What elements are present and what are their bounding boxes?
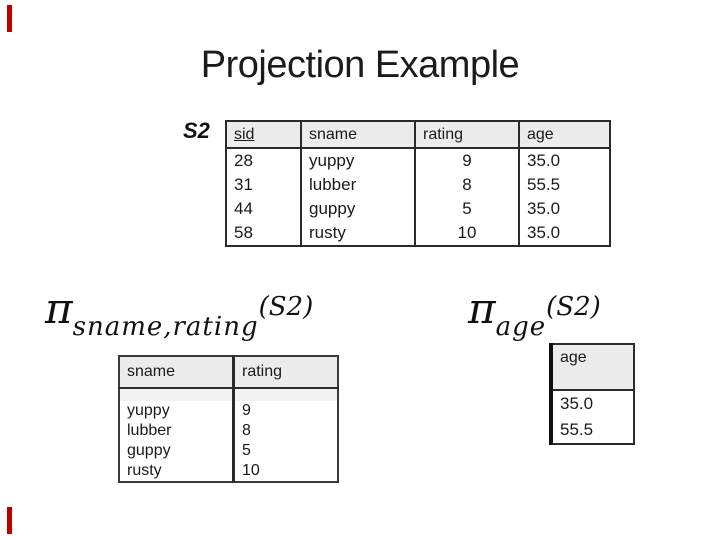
table-row: rusty 10	[119, 461, 338, 482]
table-row: 28 yuppy 9 35.0	[226, 148, 610, 173]
result-table-age: age 35.0 55.5	[549, 343, 635, 445]
column-header-sid: sid	[226, 121, 302, 149]
table-cell: 9	[415, 148, 520, 173]
left-edge-accent-dash-top	[7, 5, 12, 32]
projection-attributes: age	[495, 312, 547, 342]
table-cell: 5	[242, 442, 251, 459]
table-cell: lubber	[119, 421, 235, 441]
pi-symbol: π	[45, 284, 73, 333]
table-cell: 10	[415, 221, 520, 246]
table-row: guppy 5	[119, 441, 338, 461]
table-cell: 5	[415, 197, 520, 221]
table-row: 58 rusty 10 35.0	[226, 221, 610, 246]
table-cell: lubber	[301, 173, 416, 197]
spacer-cell	[233, 388, 338, 401]
table-header-row: sname rating	[119, 356, 338, 389]
table-cell: 10	[242, 462, 260, 479]
table-row: lubber 8	[119, 421, 338, 441]
s2-table: sid sname rating age 28 yuppy 9 35.0 31 …	[225, 120, 611, 247]
column-header-rating: rating	[415, 121, 520, 149]
relation-name-label: S2	[183, 118, 210, 143]
projection-formula-sname-rating: πsname,rating(S2)	[45, 288, 314, 343]
table-cell: 44	[226, 197, 302, 221]
column-header-sname: sname	[301, 121, 416, 149]
column-header-age: age	[551, 344, 634, 391]
table-row: 31 lubber 8 55.5	[226, 173, 610, 197]
column-header-age: age	[519, 121, 610, 149]
column-header-sname: sname	[119, 356, 235, 389]
table-cell: 35.0	[527, 223, 561, 242]
table-cell: 8	[242, 422, 251, 439]
projection-attributes: sname,rating	[72, 312, 259, 342]
table-row: 35.0	[551, 390, 634, 417]
table-cell: 28	[226, 148, 302, 173]
table-cell: 35.0	[527, 151, 561, 170]
table-cell: 31	[226, 173, 302, 197]
result-table-sname-rating: sname rating yuppy 9 lubber 8 guppy 5 ru…	[118, 355, 339, 483]
spacer-cell	[119, 388, 235, 401]
projection-formula-age: πage(S2)	[468, 288, 601, 343]
table-row: 55.5	[551, 417, 634, 444]
spacer-row	[119, 388, 338, 401]
projection-operand: (S2)	[258, 292, 314, 322]
table-cell: rusty	[119, 461, 235, 482]
table-cell: yuppy	[301, 148, 416, 173]
table-cell: rusty	[301, 221, 416, 246]
page-title: Projection Example	[200, 44, 520, 86]
table-cell: 55.5	[527, 175, 561, 194]
table-cell: yuppy	[119, 401, 235, 421]
column-header-rating: rating	[233, 356, 338, 389]
table-row: yuppy 9	[119, 401, 338, 421]
table-row: 44 guppy 5 35.0	[226, 197, 610, 221]
primary-key-label: sid	[234, 125, 255, 143]
table-cell: 35.0	[560, 394, 594, 413]
left-edge-accent-dash-bottom	[7, 507, 12, 534]
table-cell: 35.0	[527, 199, 561, 218]
table-cell: 9	[242, 402, 251, 419]
table-header-row: age	[551, 344, 634, 391]
pi-symbol: π	[468, 284, 496, 333]
projection-operand: (S2)	[546, 292, 601, 322]
table-header-row: sid sname rating age	[226, 121, 610, 149]
table-cell: 55.5	[560, 420, 594, 439]
table-cell: 58	[226, 221, 302, 246]
table-cell: guppy	[119, 441, 235, 461]
table-cell: guppy	[301, 197, 416, 221]
table-cell: 8	[415, 173, 520, 197]
